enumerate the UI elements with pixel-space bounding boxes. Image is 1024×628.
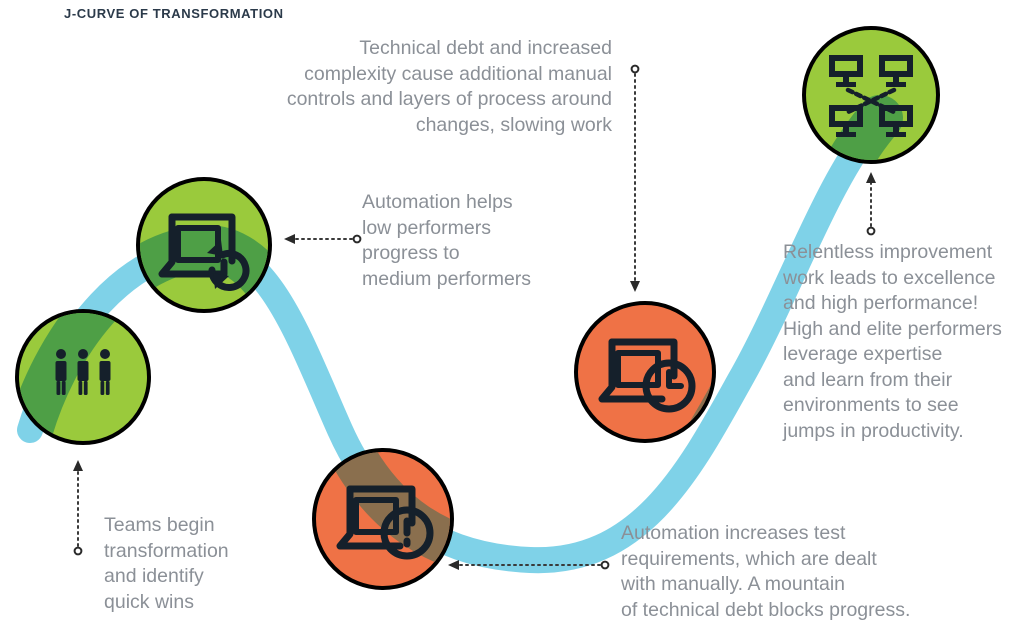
- people-group-icon: [55, 349, 111, 395]
- page-title: J-CURVE OF TRANSFORMATION: [64, 6, 284, 21]
- node-excellence[interactable]: [30, 26, 940, 560]
- monitor-refresh-icon: [158, 213, 250, 291]
- node-test-burden[interactable]: [30, 118, 880, 560]
- connector-arrowheads: [73, 172, 876, 570]
- monitor-clock-icon: [598, 338, 696, 413]
- note-relentless: Relentless improvement work leads to exc…: [783, 241, 1002, 442]
- computer-network-icon: [829, 55, 913, 137]
- node-tech-debt[interactable]: [30, 118, 880, 590]
- connector-origin-dots: [73, 64, 876, 570]
- note-tech-debt: Technical debt and increased complexity …: [286, 37, 612, 136]
- node-teams[interactable]: [15, 118, 880, 560]
- node-automation[interactable]: [30, 118, 880, 560]
- note-teams-begin: Teams begin transformation and identify …: [104, 514, 229, 613]
- note-test-requirements: Automation increases test requirements, …: [621, 522, 911, 621]
- monitor-alert-icon: [336, 485, 434, 560]
- note-automation-helps: Automation helps low performers progress…: [362, 191, 532, 290]
- node-excellence-circle[interactable]: [802, 26, 940, 164]
